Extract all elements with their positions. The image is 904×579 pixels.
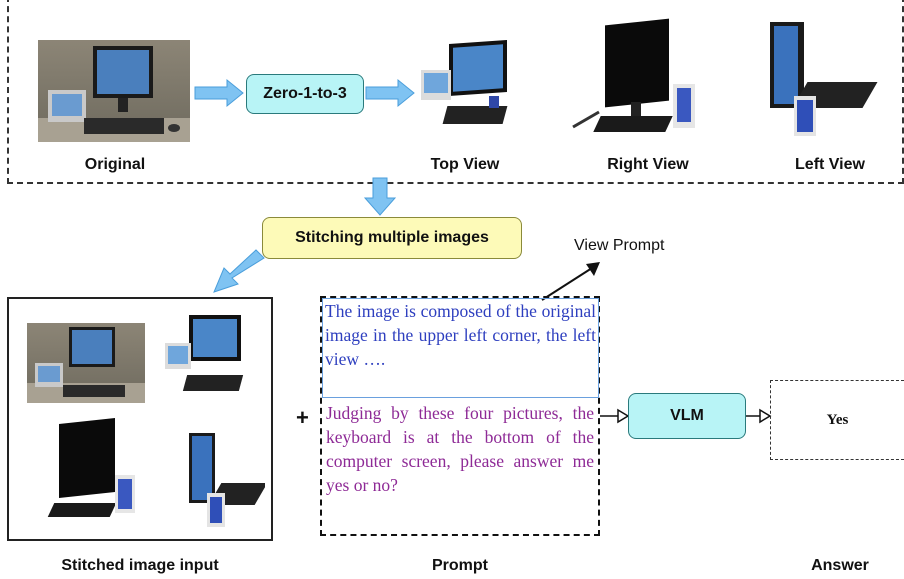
original-label: Original (84, 156, 146, 173)
answer-box: Yes (770, 380, 904, 460)
arrow-to-vlm-icon (600, 408, 630, 424)
top-view-photo (415, 40, 525, 140)
view-prompt-text-box: The image is composed of the original im… (322, 298, 599, 398)
vlm-box: VLM (628, 393, 746, 439)
arrow-to-top-view-icon (365, 78, 415, 108)
plus-sign: + (296, 405, 309, 430)
arrow-down-icon (363, 177, 397, 216)
zero123-label: Zero-1-to-3 (263, 85, 347, 102)
view-prompt-text: The image is composed of the original im… (325, 301, 596, 369)
prompt-box (320, 296, 600, 536)
vlm-label: VLM (670, 407, 704, 424)
arrow-diagonal-icon (213, 249, 265, 293)
arrow-to-answer-icon (746, 408, 772, 424)
answer-text: Yes (826, 411, 849, 428)
arrow-to-zero123-icon (194, 78, 244, 108)
stitched-image-frame (7, 297, 273, 541)
top-view-label: Top View (430, 156, 500, 173)
left-view-photo (760, 20, 880, 145)
left-view-label: Left View (795, 156, 865, 173)
right-view-photo (565, 18, 705, 143)
original-photo (38, 40, 190, 142)
question-prompt-text-box: Judging by these four pictures, the keyb… (324, 401, 596, 533)
right-view-label: Right View (607, 156, 689, 173)
stitched-image-label: Stitched image input (61, 557, 219, 574)
question-prompt-text: Judging by these four pictures, the keyb… (326, 403, 594, 495)
stitching-box: Stitching multiple images (262, 217, 522, 259)
view-prompt-arrow-icon (541, 262, 600, 301)
prompt-label: Prompt (432, 557, 488, 574)
view-prompt-label: View Prompt (574, 237, 665, 254)
stitching-label: Stitching multiple images (295, 229, 489, 246)
answer-label: Answer (811, 557, 869, 574)
zero123-box: Zero-1-to-3 (246, 74, 364, 114)
top-row-frame (7, 0, 904, 184)
